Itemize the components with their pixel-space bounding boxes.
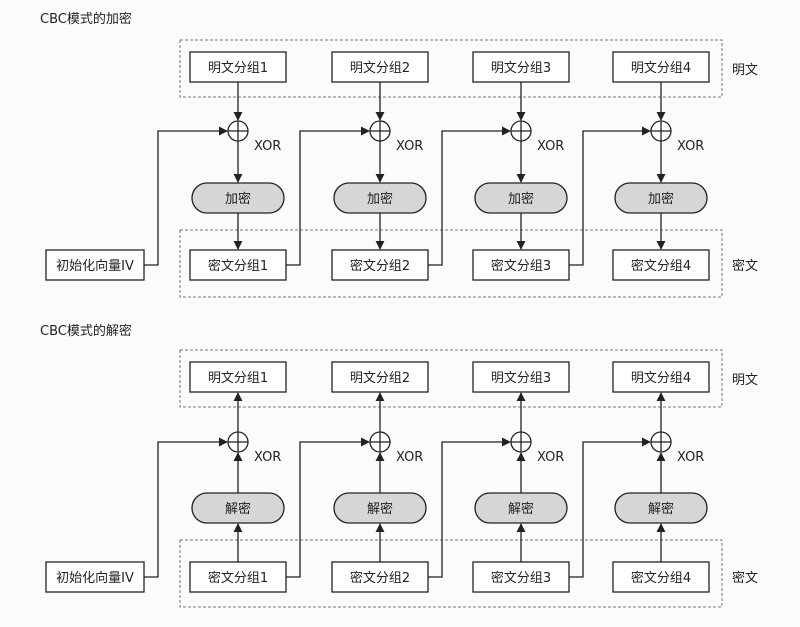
decryption-iv-label: 初始化向量IV <box>56 570 134 586</box>
encryption-column-3: 明文分组3 XOR 加密 密文分组3 <box>472 51 570 281</box>
decryption-ciphertext-block-3-label: 密文分组3 <box>491 570 551 586</box>
decryption-xor-2-label: XOR <box>396 450 423 465</box>
encryption-plaintext-block-3-label: 明文分组3 <box>491 61 551 76</box>
decryption-plaintext-block-2 <box>331 361 429 393</box>
decryption-xor-1-label: XOR <box>254 450 281 465</box>
decryption-iv-box <box>45 561 145 593</box>
decryption-cipher-op-3-label: 解密 <box>508 501 534 517</box>
encryption-plaintext-block-4 <box>612 51 710 83</box>
encryption-chain-iv-to-xor-1 <box>144 126 228 266</box>
encryption-plaintext-block-3 <box>472 51 570 83</box>
decryption-cipher-op-1-label: 解密 <box>225 501 251 517</box>
decryption-plaintext-block-3 <box>472 361 570 393</box>
decryption-chain-ct1-to-xor-2 <box>286 437 370 578</box>
decryption-plaintext-block-3-label: 明文分组3 <box>491 371 551 386</box>
decryption-plaintext-block-4-label: 明文分组4 <box>631 371 691 386</box>
decryption-cipher-op-2 <box>333 492 427 524</box>
encryption-ciphertext-frame <box>179 229 723 298</box>
decryption-chain-ct3-to-xor-4 <box>569 437 651 578</box>
encryption-plaintext-row-label: 明文 <box>732 63 758 78</box>
encryption-section: CBC模式的加密 明文 密文 初始化向量IV 明文分组1 XOR 加密 密文分组… <box>40 11 758 298</box>
encryption-cipher-op-1-label: 加密 <box>225 191 251 207</box>
decryption-chain-iv-to-xor-1 <box>144 437 228 578</box>
encryption-ciphertext-block-2-label: 密文分组2 <box>350 258 410 274</box>
decryption-ciphertext-row-label: 密文 <box>732 570 758 586</box>
encryption-plaintext-block-4-label: 明文分组4 <box>631 61 691 76</box>
decryption-ciphertext-block-4-label: 密文分组4 <box>631 570 691 586</box>
encryption-column-1: 明文分组1 XOR 加密 密文分组1 <box>189 51 287 281</box>
encryption-cipher-op-2-label: 加密 <box>367 191 393 207</box>
encryption-plaintext-block-1-label: 明文分组1 <box>208 61 268 76</box>
encryption-plaintext-frame <box>179 39 723 98</box>
decryption-plaintext-frame <box>179 349 723 408</box>
encryption-ciphertext-block-1-label: 密文分组1 <box>208 258 268 274</box>
encryption-column-4: 明文分组4 XOR 加密 密文分组4 <box>612 51 710 281</box>
decryption-ciphertext-block-2-label: 密文分组2 <box>350 570 410 586</box>
decryption-cipher-op-4 <box>614 492 708 524</box>
encryption-xor-1-label: XOR <box>254 139 281 154</box>
encryption-ciphertext-block-1 <box>189 249 287 281</box>
decryption-ciphertext-frame <box>179 539 723 608</box>
decryption-plaintext-block-1 <box>189 361 287 393</box>
decryption-ciphertext-block-3 <box>472 561 570 593</box>
encryption-ciphertext-row-label: 密文 <box>732 258 758 274</box>
decryption-column-3: 明文分组3 XOR 解密 密文分组3 <box>472 361 570 593</box>
decryption-ciphertext-block-1 <box>189 561 287 593</box>
encryption-plaintext-block-2-label: 明文分组2 <box>350 61 410 76</box>
encryption-ciphertext-block-3-label: 密文分组3 <box>491 258 551 274</box>
encryption-chain-ct1-to-xor-2 <box>286 126 370 266</box>
encryption-title: CBC模式的加密 <box>40 11 132 27</box>
decryption-plaintext-row-label: 明文 <box>732 373 758 388</box>
encryption-ciphertext-block-4 <box>612 249 710 281</box>
encryption-cipher-op-4-label: 加密 <box>648 191 674 207</box>
encryption-chain-ct2-to-xor-3 <box>428 126 511 266</box>
decryption-plaintext-block-4 <box>612 361 710 393</box>
decryption-column-1: 明文分组1 XOR 解密 密文分组1 <box>189 361 287 593</box>
decryption-ciphertext-block-1-label: 密文分组1 <box>208 570 268 586</box>
decryption-cipher-op-2-label: 解密 <box>367 501 393 517</box>
decryption-ciphertext-block-4 <box>612 561 710 593</box>
encryption-column-2: 明文分组2 XOR 加密 密文分组2 <box>331 51 429 281</box>
decryption-plaintext-block-1-label: 明文分组1 <box>208 371 268 386</box>
encryption-plaintext-block-1 <box>189 51 287 83</box>
encryption-cipher-op-3-label: 加密 <box>508 191 534 207</box>
decryption-chain-ct2-to-xor-3 <box>428 437 511 578</box>
encryption-xor-4-label: XOR <box>677 139 704 154</box>
decryption-cipher-op-3 <box>474 492 568 524</box>
decryption-title: CBC模式的解密 <box>40 323 132 339</box>
decryption-xor-3-label: XOR <box>537 450 564 465</box>
encryption-ciphertext-block-4-label: 密文分组4 <box>631 258 691 274</box>
encryption-xor-2-label: XOR <box>396 139 423 154</box>
decryption-column-4: 明文分组4 XOR 解密 密文分组4 <box>612 361 710 593</box>
decryption-cipher-op-4-label: 解密 <box>648 501 674 517</box>
decryption-xor-4-label: XOR <box>677 450 704 465</box>
decryption-plaintext-block-2-label: 明文分组2 <box>350 371 410 386</box>
encryption-chain-ct3-to-xor-4 <box>569 126 651 266</box>
encryption-ciphertext-block-3 <box>472 249 570 281</box>
decryption-section: CBC模式的解密 明文 密文 初始化向量IV 明文分组1 XOR 解密 密文分组… <box>40 323 758 608</box>
encryption-iv-label: 初始化向量IV <box>56 258 134 274</box>
decryption-column-2: 明文分组2 XOR 解密 密文分组2 <box>331 361 429 593</box>
encryption-xor-3-label: XOR <box>537 139 564 154</box>
decryption-cipher-op-1 <box>191 492 285 524</box>
